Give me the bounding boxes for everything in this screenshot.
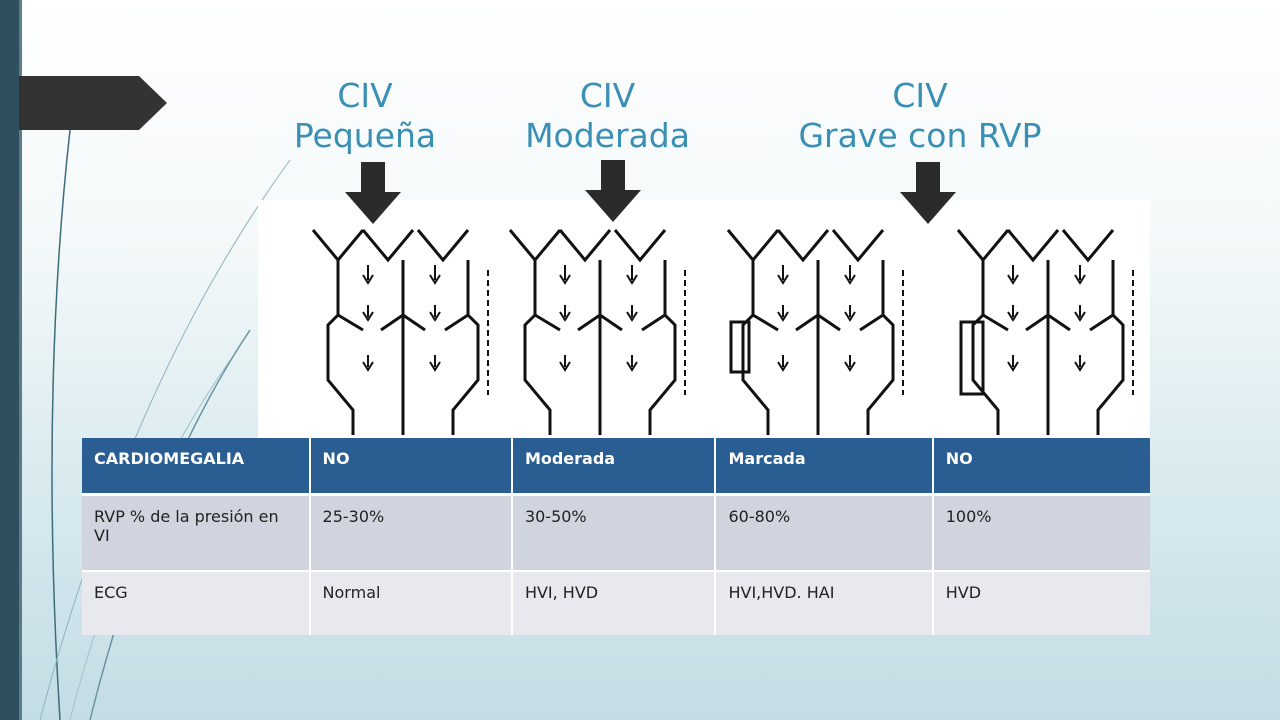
table-row: ECG Normal HVI, HVD HVI,HVD. HAI HVD bbox=[82, 571, 1150, 635]
left-accent-bar bbox=[0, 0, 19, 720]
chevron-tab-icon bbox=[19, 76, 167, 130]
down-arrow-icon bbox=[585, 160, 641, 222]
heading-small: CIV Pequeña bbox=[270, 76, 460, 156]
table-cell: Normal bbox=[309, 571, 513, 635]
down-arrow-icon bbox=[900, 162, 956, 224]
heading-severe-line1: CIV bbox=[892, 76, 948, 115]
comparison-table: CARDIOMEGALIA NO Moderada Marcada NO RVP… bbox=[82, 438, 1150, 635]
heading-moderate-line1: CIV bbox=[579, 76, 636, 115]
table-cell: 25-30% bbox=[309, 494, 513, 572]
table-cell: ECG bbox=[82, 571, 311, 635]
table-cell: 30-50% bbox=[511, 494, 717, 572]
table-header-cell: CARDIOMEGALIA bbox=[82, 438, 311, 496]
table-header-cell: NO bbox=[932, 438, 1150, 496]
heart-diagram-illustration bbox=[311, 228, 1135, 437]
heading-severe-line2: Grave con RVP bbox=[798, 116, 1042, 155]
table-header-row: CARDIOMEGALIA NO Moderada Marcada NO bbox=[82, 438, 1150, 496]
table-header-cell: Marcada bbox=[715, 438, 934, 496]
down-arrow-icon bbox=[345, 162, 401, 224]
left-accent-line bbox=[19, 0, 22, 720]
heading-moderate: CIV Moderada bbox=[495, 76, 720, 156]
heading-small-line1: CIV bbox=[337, 76, 393, 115]
table-header-cell: NO bbox=[309, 438, 513, 496]
table-cell: 60-80% bbox=[715, 494, 934, 572]
table-row: RVP % de la presión en VI 25-30% 30-50% … bbox=[82, 494, 1150, 572]
table-cell: 100% bbox=[932, 494, 1150, 572]
table-cell: RVP % de la presión en VI bbox=[82, 494, 311, 572]
table-header-cell: Moderada bbox=[511, 438, 717, 496]
heading-small-line2: Pequeña bbox=[293, 116, 437, 155]
table-cell: HVD bbox=[932, 571, 1150, 635]
heart-diagram-panel bbox=[258, 200, 1150, 438]
heading-moderate-line2: Moderada bbox=[525, 116, 690, 155]
heading-severe: CIV Grave con RVP bbox=[760, 76, 1080, 156]
table-cell: HVI,HVD. HAI bbox=[715, 571, 934, 635]
table-cell: HVI, HVD bbox=[511, 571, 717, 635]
